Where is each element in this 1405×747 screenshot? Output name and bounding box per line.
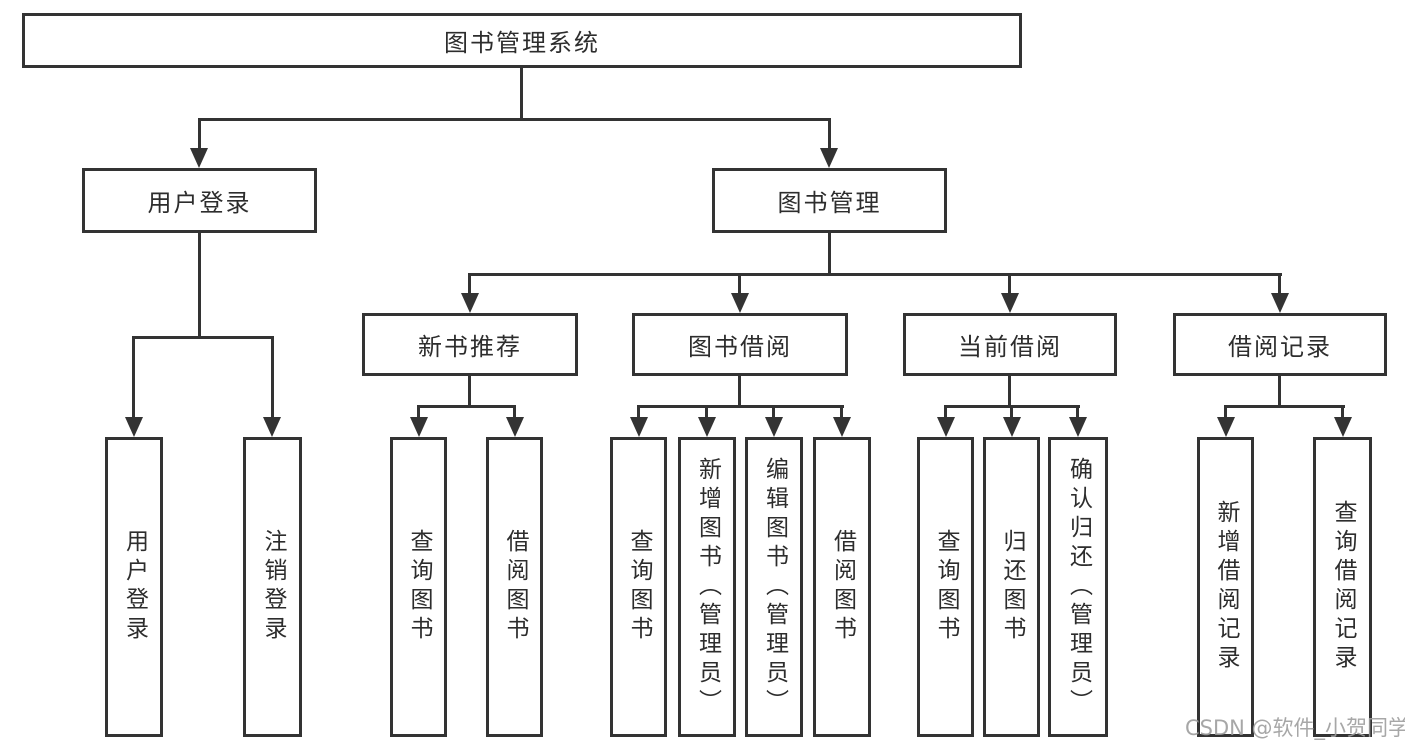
leaf-borrowing-add-books-admin: 新增图书（管理员）: [678, 437, 736, 737]
leaf-current-return-books: 归还图书: [983, 437, 1040, 737]
arrowhead-icon: [461, 293, 479, 313]
node-new-book-recommendation-label: 新书推荐: [418, 333, 522, 361]
leaf-borrowing-borrow-books-label: 借阅图书: [829, 529, 856, 645]
connector-book-borrowing-stem: [738, 376, 741, 408]
connector-line: [705, 405, 708, 423]
connector-current-borrowing-stem: [1008, 376, 1011, 408]
arrowhead-icon: [630, 417, 648, 437]
csdn-watermark: CSDN @软件_小贺同学: [1185, 716, 1405, 740]
arrowhead-icon: [937, 417, 955, 437]
arrowhead-icon: [1003, 417, 1021, 437]
connector-line: [944, 405, 947, 423]
node-book-borrowing-label: 图书借阅: [688, 333, 792, 361]
leaf-user-login-label: 用户登录: [121, 529, 148, 645]
connector-line: [772, 405, 775, 423]
connector-line: [468, 273, 471, 297]
node-book-borrowing: 图书借阅: [632, 313, 848, 376]
connector-root-stem: [520, 68, 523, 121]
connector-user-login-split: [132, 336, 273, 339]
node-new-book-recommendation: 新书推荐: [362, 313, 578, 376]
leaf-current-search-books-label: 查询图书: [933, 529, 959, 645]
node-borrowing-records: 借阅记录: [1173, 313, 1387, 376]
arrowhead-icon: [1334, 417, 1352, 437]
leaf-records-search-record: 查询借阅记录: [1313, 437, 1372, 737]
connector-line: [1010, 405, 1013, 423]
connector-line: [1076, 405, 1079, 423]
connector-new-book-split: [417, 405, 516, 408]
node-user-login: 用户登录: [82, 168, 317, 233]
connector-line: [1008, 273, 1011, 297]
arrowhead-icon: [820, 148, 838, 168]
connector-new-book-stem: [468, 376, 471, 408]
leaf-records-search-record-label: 查询借阅记录: [1330, 500, 1356, 674]
node-current-borrowing-label: 当前借阅: [958, 333, 1062, 361]
node-book-management-system: 图书管理系统: [22, 13, 1022, 68]
leaf-newbook-borrow-books: 借阅图书: [486, 437, 543, 737]
node-borrowing-records-label: 借阅记录: [1228, 333, 1332, 361]
connector-book-borrowing-split: [637, 405, 844, 408]
leaf-borrowing-add-books-admin-label: 新增图书（管理员）: [694, 456, 721, 718]
leaf-newbook-borrow-books-label: 借阅图书: [502, 529, 528, 645]
connector-book-management-stem: [828, 233, 831, 276]
connector-line: [1341, 405, 1344, 423]
leaf-current-confirm-return-admin-label: 确认归还（管理员）: [1065, 456, 1092, 718]
arrowhead-icon: [833, 417, 851, 437]
leaf-borrowing-search-books: 查询图书: [610, 437, 667, 737]
connector-to-user-login: [198, 118, 201, 152]
arrowhead-icon: [125, 417, 143, 437]
leaf-records-add-record: 新增借阅记录: [1197, 437, 1254, 737]
node-current-borrowing: 当前借阅: [903, 313, 1117, 376]
leaf-user-login: 用户登录: [105, 437, 163, 737]
connector-line: [637, 405, 640, 423]
leaf-logout-label: 注销登录: [260, 529, 286, 645]
connector-line: [1224, 405, 1227, 423]
connector-line: [840, 405, 843, 423]
leaf-current-confirm-return-admin: 确认归还（管理员）: [1048, 437, 1108, 737]
node-user-login-label: 用户登录: [147, 189, 252, 217]
leaf-borrowing-search-books-label: 查询图书: [626, 529, 652, 645]
arrowhead-icon: [1001, 293, 1019, 313]
arrowhead-icon: [731, 293, 749, 313]
leaf-borrowing-borrow-books: 借阅图书: [813, 437, 871, 737]
arrowhead-icon: [1271, 293, 1289, 313]
connector-line: [1278, 273, 1281, 297]
leaf-logout: 注销登录: [243, 437, 302, 737]
arrowhead-icon: [506, 417, 524, 437]
connector-line: [417, 405, 420, 423]
connector-user-login-stem: [198, 233, 201, 339]
arrowhead-icon: [410, 417, 428, 437]
connector-line: [738, 273, 741, 297]
arrowhead-icon: [1217, 417, 1235, 437]
leaf-newbook-search-books: 查询图书: [390, 437, 447, 737]
arrowhead-icon: [698, 417, 716, 437]
node-root-label: 图书管理系统: [444, 29, 600, 57]
connector-line: [271, 336, 274, 418]
leaf-records-add-record-label: 新增借阅记录: [1213, 500, 1239, 674]
arrowhead-icon: [190, 148, 208, 168]
connector-to-book-management: [828, 118, 831, 152]
arrowhead-icon: [765, 417, 783, 437]
node-book-management-label: 图书管理: [777, 189, 882, 217]
leaf-current-return-books-label: 归还图书: [999, 529, 1025, 645]
leaf-current-search-books: 查询图书: [917, 437, 974, 737]
connector-borrowing-records-split: [1224, 405, 1345, 408]
connector-line: [132, 336, 135, 418]
connector-line: [513, 405, 516, 423]
leaf-borrowing-edit-books-admin: 编辑图书（管理员）: [745, 437, 803, 737]
arrowhead-icon: [263, 417, 281, 437]
arrowhead-icon: [1069, 417, 1087, 437]
connector-borrowing-records-stem: [1278, 376, 1281, 408]
leaf-borrowing-edit-books-admin-label: 编辑图书（管理员）: [761, 456, 788, 718]
connector-level3-split: [468, 273, 1282, 276]
leaf-newbook-search-books-label: 查询图书: [406, 529, 432, 645]
node-book-management: 图书管理: [712, 168, 947, 233]
connector-level2-split: [198, 118, 831, 121]
